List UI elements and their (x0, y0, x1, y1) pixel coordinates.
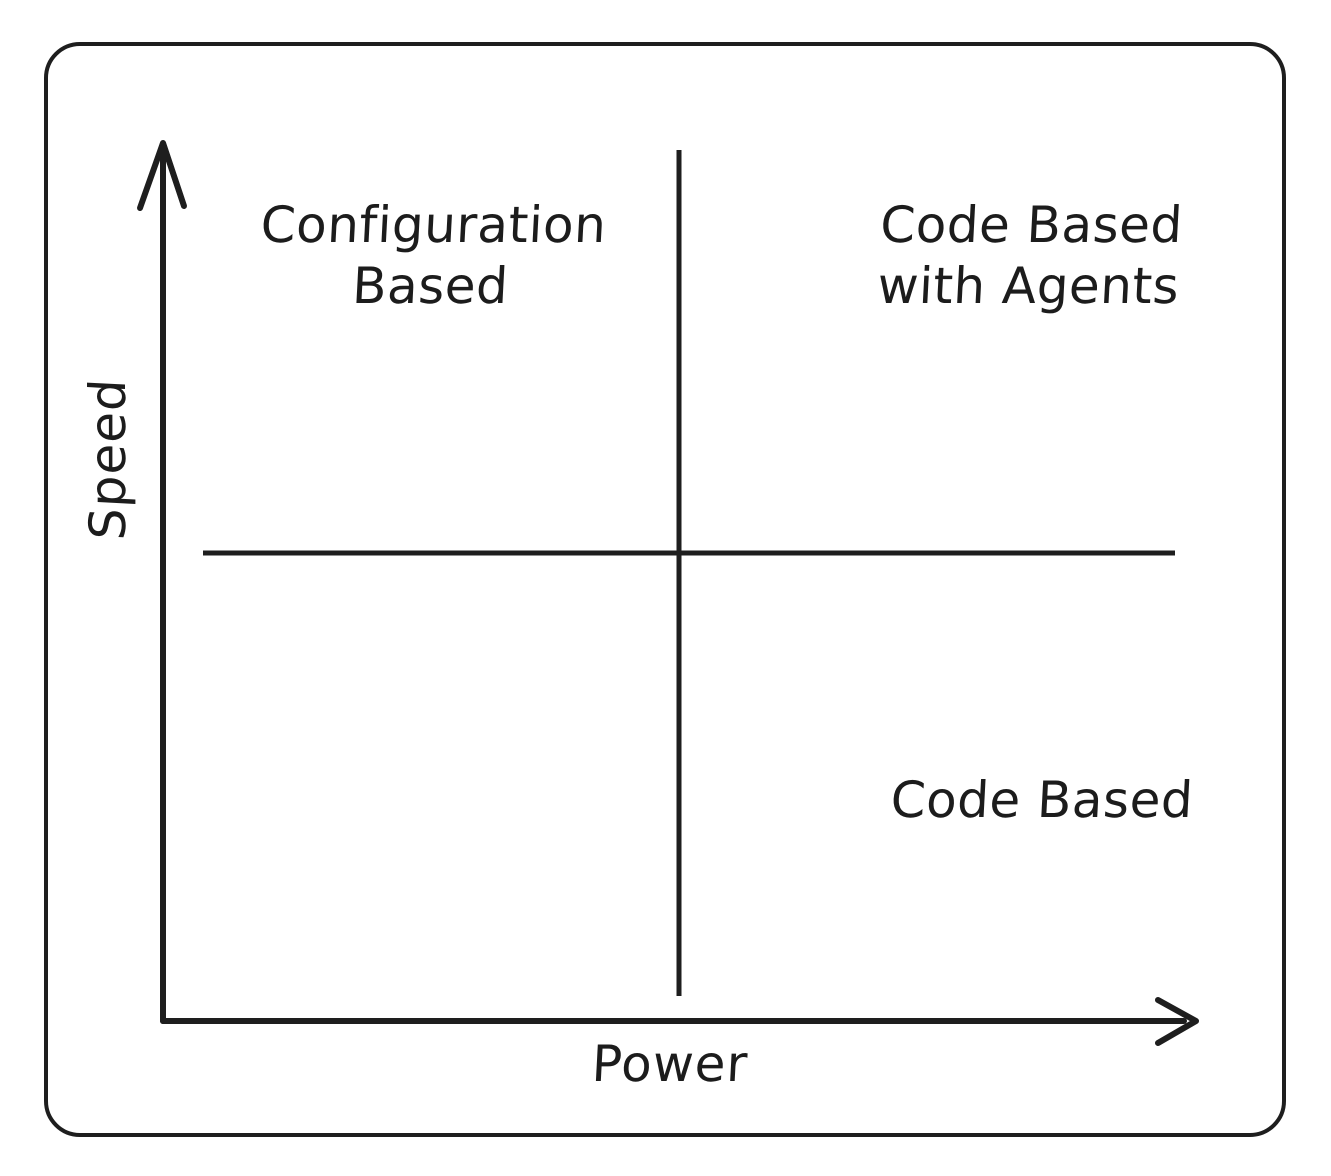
x-axis-title: Power (590, 1035, 750, 1093)
outer-frame (44, 42, 1286, 1137)
y-axis-title: Speed (79, 376, 137, 542)
quadrant-label-bottom-right: Code Based (889, 771, 1195, 829)
quadrant-label-top-right: Code Based with Agents (876, 196, 1185, 315)
quadrant-label-top-left: Configuration Based (259, 196, 608, 315)
